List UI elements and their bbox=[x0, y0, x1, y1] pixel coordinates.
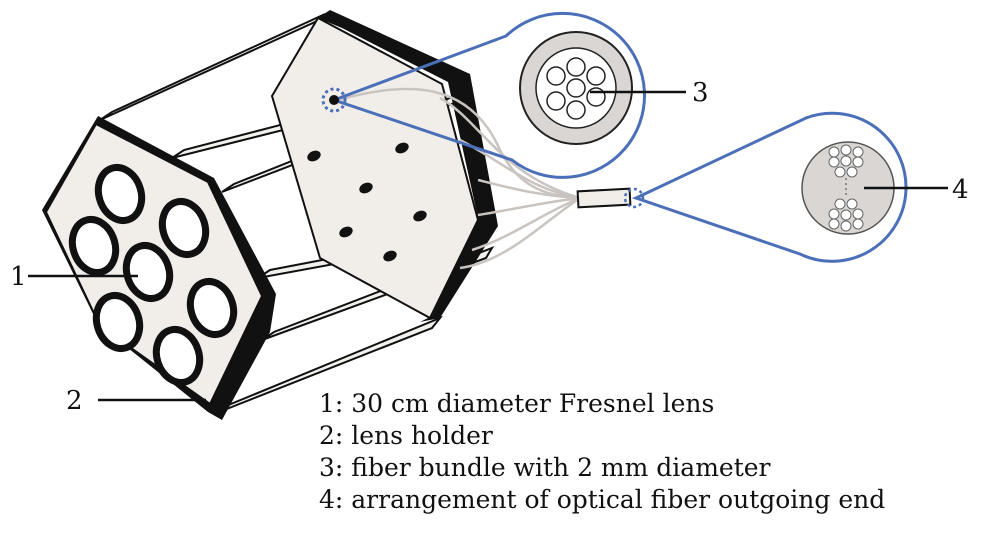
bundle-fiber bbox=[566, 78, 586, 98]
fiber-hole bbox=[307, 150, 321, 162]
bundle-fiber bbox=[546, 91, 566, 111]
fresnel-lens bbox=[122, 242, 174, 302]
bundle-fiber bbox=[546, 66, 566, 86]
optical-fiber bbox=[337, 87, 581, 200]
callout-4: 4 bbox=[952, 175, 969, 205]
bundle-fiber bbox=[566, 57, 586, 77]
optical-fiber bbox=[477, 196, 581, 217]
outgoing-fiber bbox=[840, 144, 852, 156]
outgoing-fiber bbox=[852, 156, 864, 168]
outgoing-fibers-upper bbox=[828, 144, 864, 178]
outgoing-fiber bbox=[840, 220, 852, 232]
bundle-magnifier: 3 bbox=[321, 11, 709, 179]
optical-fiber bbox=[439, 96, 581, 200]
outgoing-end-magnifier: 4 bbox=[632, 111, 969, 263]
bundle-highlight-ring bbox=[321, 87, 347, 113]
back-lens-holder bbox=[270, 10, 498, 322]
fiber-hole bbox=[395, 142, 409, 154]
connector-body bbox=[576, 187, 632, 209]
fiber-input-holes bbox=[307, 142, 427, 262]
back-panel-edge bbox=[318, 10, 498, 322]
magnifier-outline bbox=[632, 111, 908, 263]
fiber-hole bbox=[359, 182, 373, 194]
legend-item-4: 4: arrangement of optical fiber outgoing… bbox=[319, 485, 886, 514]
legend-item-1: 1: 30 cm diameter Fresnel lens bbox=[319, 389, 715, 418]
callout-2: 2 bbox=[66, 386, 83, 416]
outgoing-fiber bbox=[852, 218, 864, 230]
outgoing-fiber bbox=[840, 155, 852, 167]
callout-3: 3 bbox=[692, 78, 709, 108]
outgoing-fiber bbox=[834, 166, 846, 178]
outgoing-fiber bbox=[846, 166, 858, 178]
fiber-hole bbox=[413, 210, 427, 222]
fiber-hole bbox=[339, 226, 353, 238]
connector-tip-highlight bbox=[623, 187, 645, 209]
fresnel-lens bbox=[94, 164, 146, 224]
outgoing-fiber bbox=[828, 146, 840, 158]
optical-fiber bbox=[459, 196, 581, 270]
back-panel-face bbox=[270, 16, 480, 320]
fresnel-lenses bbox=[68, 164, 238, 386]
optical-fiber bbox=[477, 178, 581, 200]
fresnel-lens bbox=[92, 292, 144, 352]
outgoing-fiber bbox=[840, 209, 852, 221]
legend: 1: 30 cm diameter Fresnel lens 2: lens h… bbox=[319, 388, 885, 516]
bundle-input-dot bbox=[329, 95, 339, 105]
fresnel-lens bbox=[152, 326, 204, 386]
outgoing-fiber bbox=[828, 208, 840, 220]
outgoing-fiber bbox=[852, 146, 864, 158]
optical-fibers bbox=[337, 87, 581, 270]
legend-item-3: 3: fiber bundle with 2 mm diameter bbox=[319, 453, 771, 482]
fiber-hole bbox=[383, 250, 397, 262]
outgoing-fiber bbox=[852, 208, 864, 220]
fiber-connector bbox=[576, 187, 645, 209]
fresnel-lens bbox=[186, 278, 238, 338]
outgoing-fiber bbox=[834, 198, 846, 210]
optical-fiber bbox=[471, 196, 581, 252]
bundle-fibers bbox=[546, 57, 606, 120]
fresnel-lens bbox=[68, 216, 120, 276]
outgoing-fiber bbox=[828, 218, 840, 230]
bundle-fiber bbox=[586, 87, 606, 107]
callout-1: 1 bbox=[10, 262, 27, 292]
front-lens-holder bbox=[42, 116, 276, 420]
outgoing-fibers-lower bbox=[828, 198, 864, 232]
fresnel-lens bbox=[158, 198, 210, 258]
legend-item-2: 2: lens holder bbox=[319, 421, 493, 450]
outgoing-fiber bbox=[828, 156, 840, 168]
bundle-fiber bbox=[566, 100, 586, 120]
bundle-fiber bbox=[586, 66, 606, 86]
outgoing-fiber bbox=[846, 198, 858, 210]
